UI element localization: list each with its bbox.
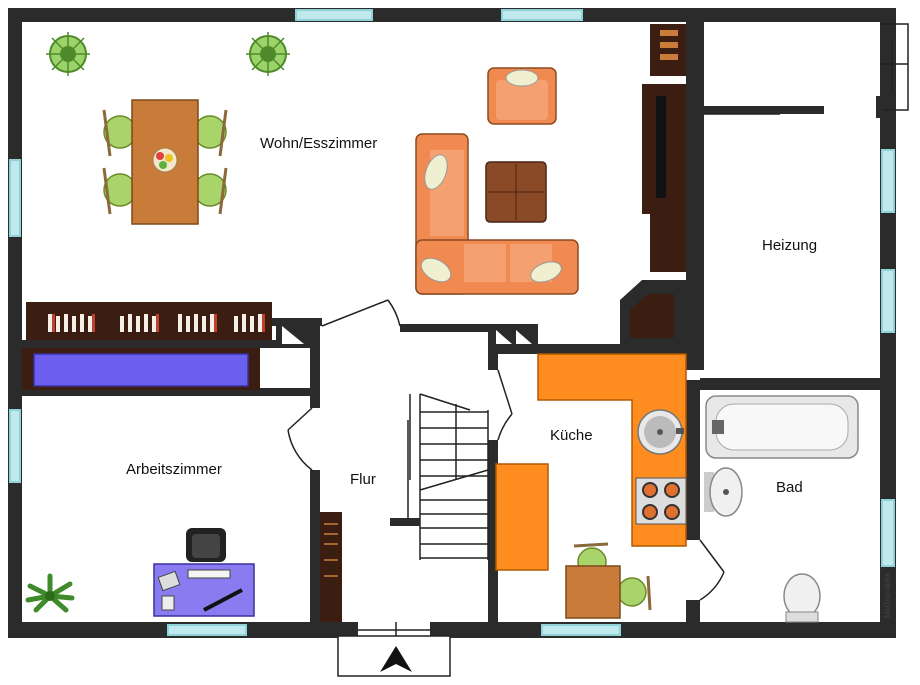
window-left-2 — [9, 409, 21, 483]
wall-heizung-bad — [700, 378, 882, 390]
wall-bad-left — [686, 380, 700, 540]
keyboard-icon — [187, 569, 231, 579]
room-label-arbeit: Arbeitszimmer — [126, 461, 222, 478]
wall-flur-left-lower — [310, 470, 320, 624]
door-bad — [699, 539, 725, 601]
window-bottom-2 — [541, 624, 621, 636]
fruit-bowl-icon — [152, 147, 178, 173]
plant-icon — [25, 573, 75, 613]
stove-icon — [635, 477, 687, 525]
chair-icon — [102, 109, 228, 215]
kitchen-counter — [537, 353, 687, 547]
room-label-heizung: Heizung — [762, 237, 817, 254]
wall-left — [8, 8, 22, 638]
room-label-wohn: Wohn/Esszimmer — [260, 135, 377, 152]
wall-heizung-left — [686, 20, 704, 370]
room-label-bad: Bad — [776, 479, 803, 496]
chair-icon — [617, 577, 647, 607]
cushion — [420, 257, 452, 283]
kitchen-island — [495, 463, 549, 571]
wall-flur-left-upper — [310, 318, 320, 408]
window-bottom-1 — [167, 624, 247, 636]
cushion — [424, 154, 448, 190]
bookshelf — [26, 302, 272, 340]
wall-bad-left-lower — [686, 600, 700, 624]
office-chair-icon — [186, 528, 226, 562]
wall-storage-right — [876, 96, 884, 118]
wall-wohn-bottom-left — [20, 340, 316, 348]
storage-frame — [880, 23, 909, 111]
window-right-1 — [881, 149, 895, 213]
washbasin-icon — [704, 467, 743, 517]
dining-set — [102, 99, 228, 225]
window-top-1 — [295, 9, 373, 21]
kitchen-table — [565, 565, 621, 619]
lamp-icon — [203, 588, 243, 612]
armchair — [487, 67, 557, 125]
storage-fixture — [880, 23, 909, 111]
windows — [9, 9, 895, 636]
fireplace — [620, 280, 686, 346]
chimney-1-flue — [282, 326, 304, 344]
corner-sofa — [415, 133, 579, 295]
window-right-3 — [881, 499, 895, 567]
plants-top — [46, 32, 290, 76]
door-kueche — [497, 369, 513, 441]
door-arbeit — [287, 407, 313, 471]
staircase — [390, 393, 489, 560]
tv-cabinet — [642, 24, 686, 272]
chimney-2-flue-b — [516, 330, 532, 344]
book-spines — [52, 314, 265, 332]
lowboard — [22, 348, 260, 390]
wall-flur-right-lower — [488, 440, 498, 624]
wall-top — [8, 8, 896, 22]
plant-icon — [46, 32, 90, 76]
wall-arbeit-top — [20, 388, 316, 396]
kitchen-table-set — [565, 542, 652, 619]
wall-bottom — [8, 622, 896, 638]
room-label-kueche: Küche — [550, 427, 593, 444]
monitor-icon — [157, 570, 181, 592]
watermark: McGrundriss — [883, 573, 892, 618]
doors — [287, 113, 780, 601]
phone-icon — [161, 595, 175, 611]
chimney-details — [282, 326, 532, 344]
entrance — [337, 622, 451, 677]
coffee-table — [485, 161, 547, 223]
sink-icon — [637, 409, 684, 455]
window-left-1 — [9, 159, 21, 237]
stair-rail — [390, 518, 420, 526]
plant-icon — [246, 32, 290, 76]
desk-set — [153, 528, 255, 617]
wall-storage — [704, 106, 824, 114]
entrance-arrow-icon — [380, 646, 412, 672]
cushion — [530, 261, 562, 283]
room-label-flur: Flur — [350, 471, 376, 488]
shoe-cabinet — [320, 512, 342, 622]
chimney-2-flue — [496, 330, 512, 344]
books — [48, 314, 262, 332]
toilet-icon — [783, 573, 821, 623]
wall-flur-top-mid — [400, 324, 490, 332]
window-right-2 — [881, 269, 895, 333]
bathtub — [705, 395, 859, 459]
door-wohn-flur — [321, 299, 401, 327]
wall-kueche-top — [490, 344, 690, 354]
window-top-2 — [501, 9, 583, 21]
